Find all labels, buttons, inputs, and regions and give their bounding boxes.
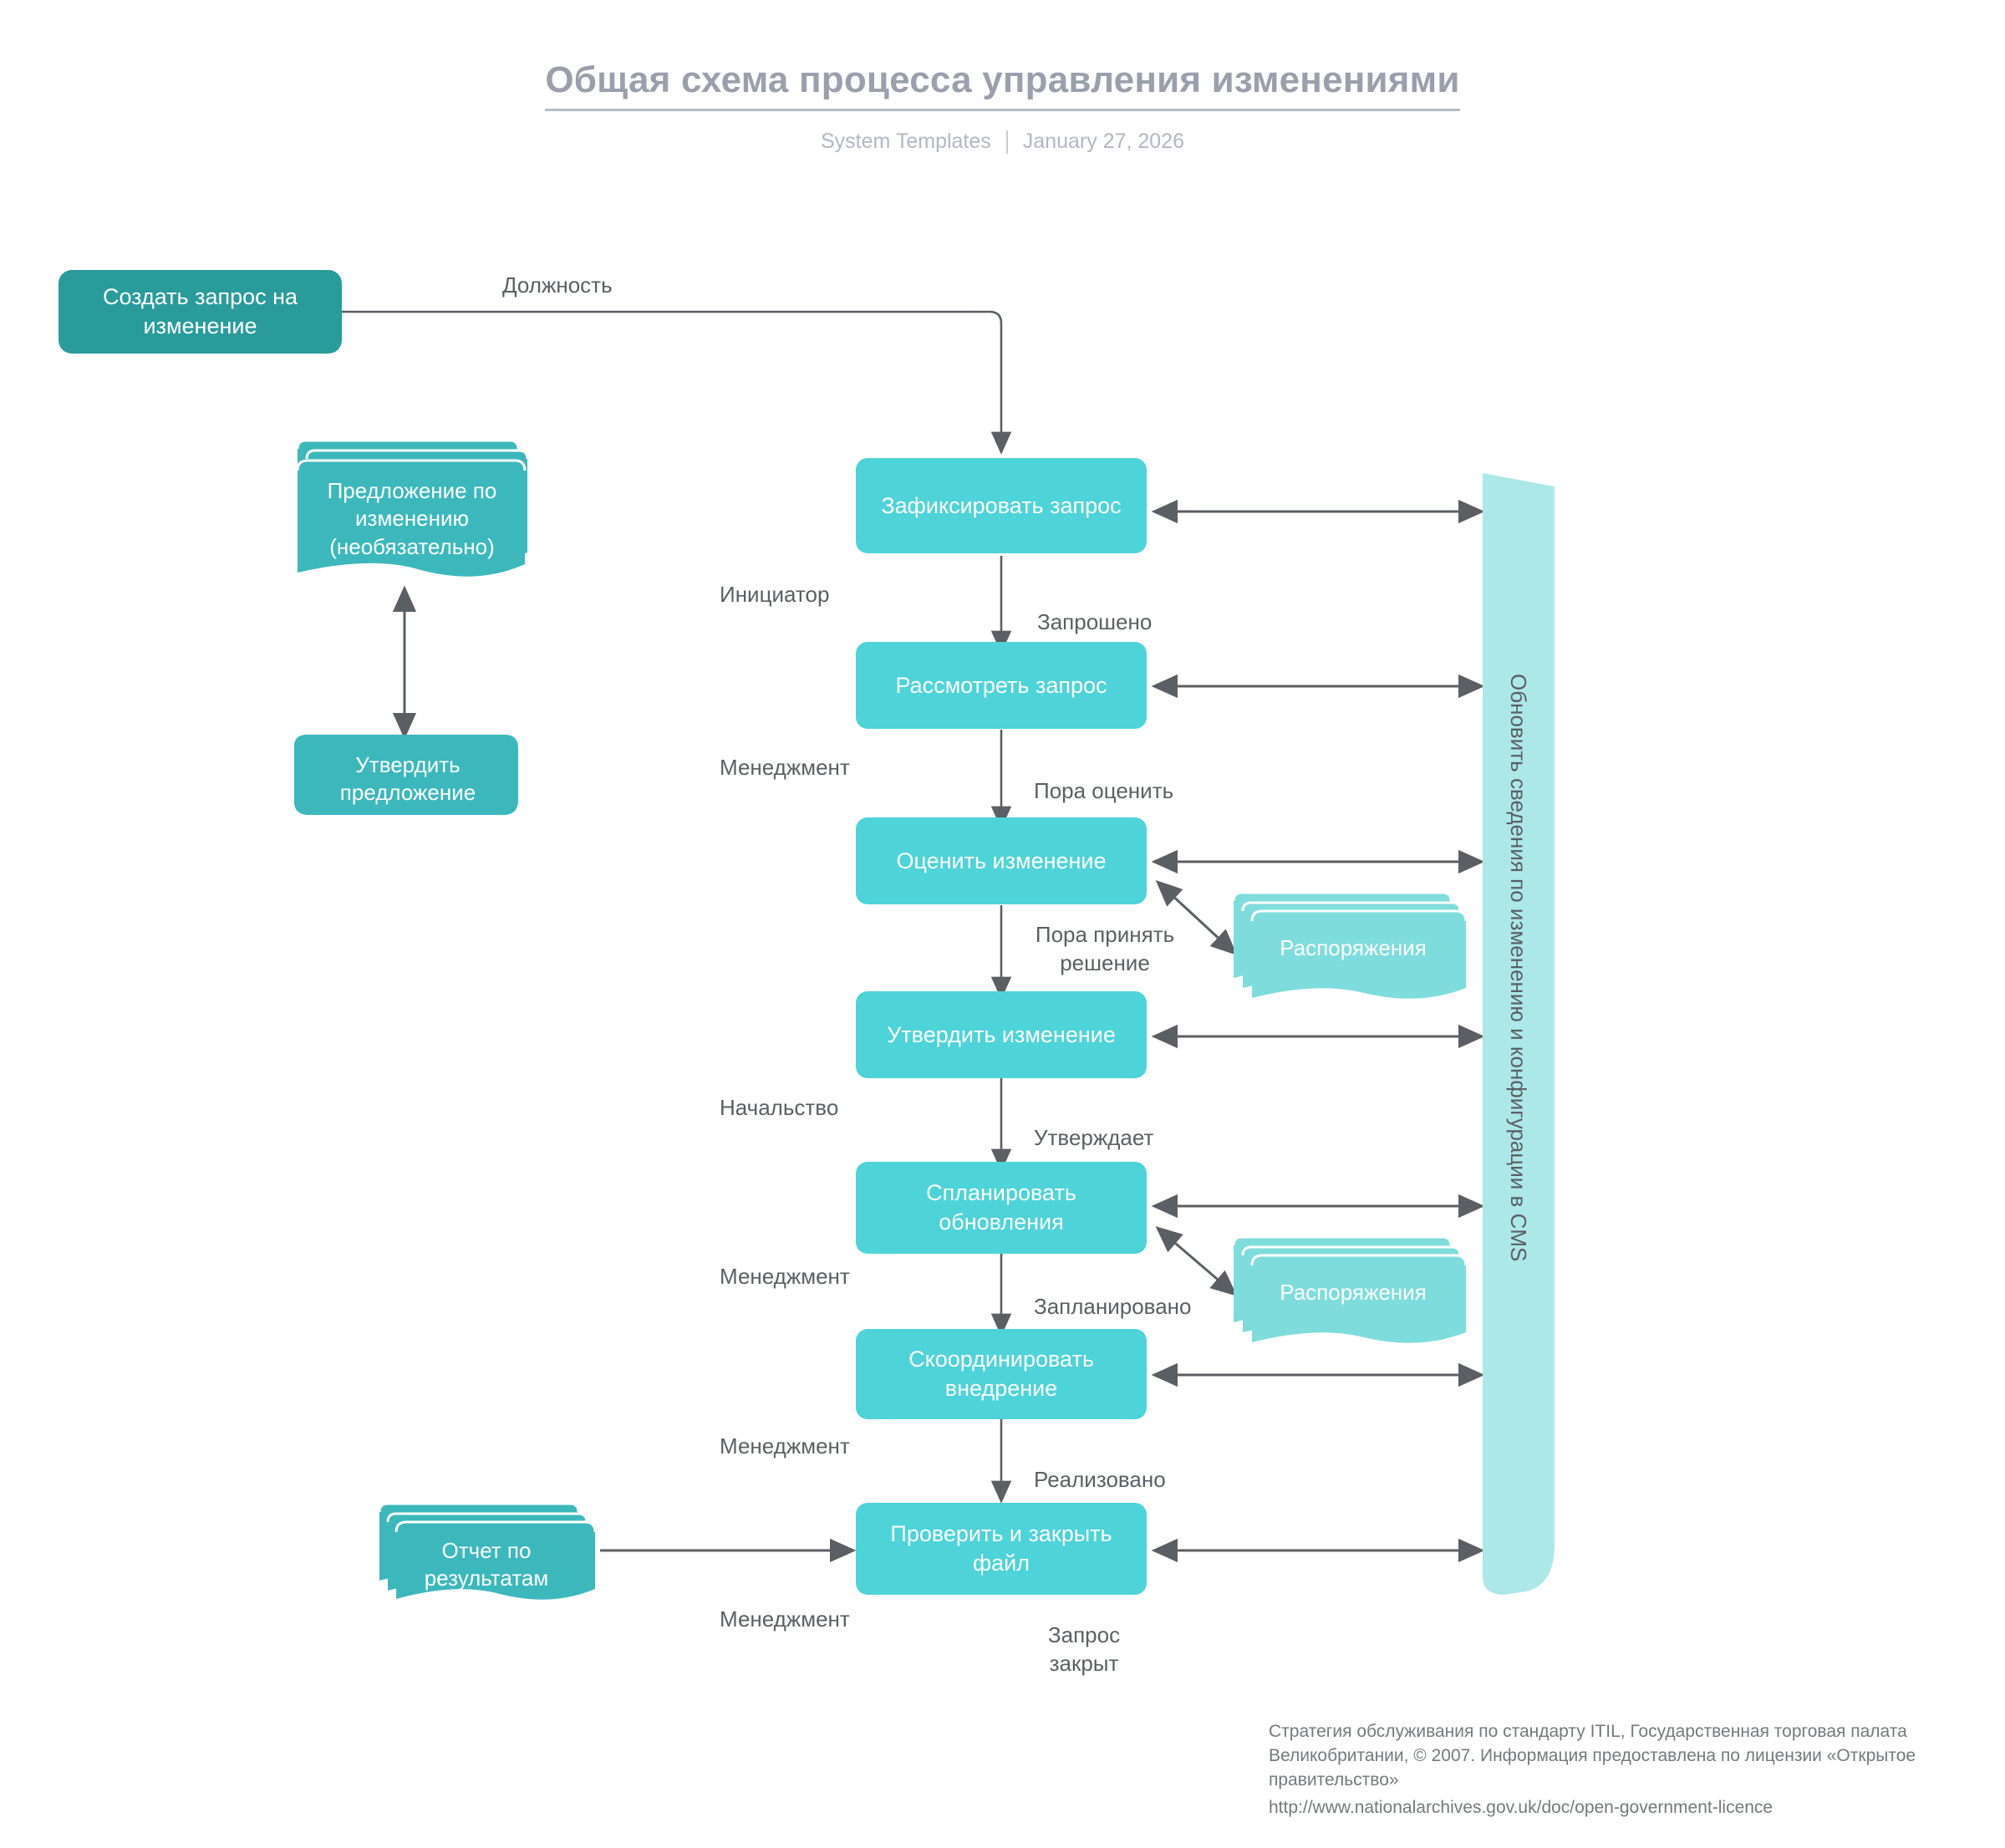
node-label: Скоординировать внедрение <box>908 1347 1094 1401</box>
node-plan-updates[interactable]: Спланировать обновления <box>856 1162 1147 1254</box>
subtitle-divider <box>1005 130 1008 154</box>
edge-label-position: Должность <box>502 272 613 298</box>
node-assess-change[interactable]: Оценить изменение <box>856 817 1147 904</box>
subtitle-date: January 27, 2026 <box>1022 130 1184 154</box>
node-orders-document-1[interactable]: Распоряжения <box>1229 886 1471 1011</box>
node-review-request[interactable]: Рассмотреть запрос <box>856 642 1147 729</box>
document-stack-shape <box>1232 891 1468 999</box>
node-approve-change[interactable]: Утвердить изменение <box>856 991 1147 1078</box>
cms-bar-shape <box>1483 473 1555 1595</box>
node-coordinate-implementation[interactable]: Скоординировать внедрение <box>856 1329 1147 1419</box>
node-results-report-document[interactable]: Отчет по результатам <box>374 1499 608 1607</box>
node-label: Проверить и закрыть файл <box>890 1521 1112 1576</box>
node-create-change-request[interactable]: Создать запрос на изменение <box>59 270 342 354</box>
attribution-text: Стратегия обслуживания по стандарту ITIL… <box>1269 1722 1916 1789</box>
subtitle-row: System Templates January 27, 2026 <box>0 130 2005 154</box>
node-label: Рассмотреть запрос <box>895 672 1107 698</box>
edge-label-approves: Утверждает <box>1034 1125 1154 1150</box>
node-label: Спланировать обновления <box>926 1180 1076 1235</box>
node-label: Оценить изменение <box>896 848 1107 873</box>
page-title: Общая схема процесса управления изменени… <box>545 0 1460 112</box>
node-log-request[interactable]: Зафиксировать запрос <box>856 458 1147 553</box>
lane-label-management-3: Менеджмент <box>720 1433 850 1459</box>
lane-label-management-4: Менеджмент <box>720 1606 850 1632</box>
document-stack-shape <box>378 1502 597 1600</box>
lane-label-initiator: Инициатор <box>720 582 830 607</box>
node-approve-proposal[interactable]: Утвердить предложение <box>291 731 525 825</box>
node-change-proposal-document[interactable]: Предложение по изменению (необязательно) <box>291 437 533 596</box>
edge-label-time-to-decide: Пора принять решение <box>1035 922 1175 975</box>
node-label: Утвердить изменение <box>887 1021 1116 1047</box>
attribution-footer: Стратегия обслуживания по стандарту ITIL… <box>1269 1720 1962 1820</box>
lane-label-chief: Начальство <box>720 1095 839 1120</box>
document-stack-shape <box>1232 1235 1468 1343</box>
edge-label-planned: Запланировано <box>1034 1294 1192 1319</box>
edge-label-time-to-assess: Пора оценить <box>1034 778 1174 803</box>
node-orders-document-2[interactable]: Распоряжения <box>1229 1230 1471 1356</box>
edge-label-implemented: Реализовано <box>1034 1467 1166 1492</box>
edge-label-requested: Запрошено <box>1037 609 1153 634</box>
node-label: Создать запрос на изменение <box>102 284 298 339</box>
edge-start-to-log <box>342 310 1012 455</box>
node-label: Зафиксировать запрос <box>881 492 1122 518</box>
attribution-url[interactable]: http://www.nationalarchives.gov.uk/doc/o… <box>1269 1797 1773 1817</box>
diagram-header: Общая схема процесса управления изменени… <box>0 0 2005 154</box>
document-shape <box>294 735 518 815</box>
lane-label-management-1: Менеджмент <box>720 755 850 780</box>
cms-update-bar: Обновить сведения по изменению и конфигу… <box>1479 465 1563 1601</box>
document-stack-shape <box>296 439 529 577</box>
node-verify-and-close-file[interactable]: Проверить и закрыть файл <box>856 1503 1147 1595</box>
subtitle-source: System Templates <box>821 130 991 154</box>
edge-plan-orders <box>1155 1226 1238 1296</box>
lane-label-management-2: Менеджмент <box>720 1264 850 1289</box>
edge-label-request-closed: Запрос закрыт <box>1047 1622 1121 1676</box>
